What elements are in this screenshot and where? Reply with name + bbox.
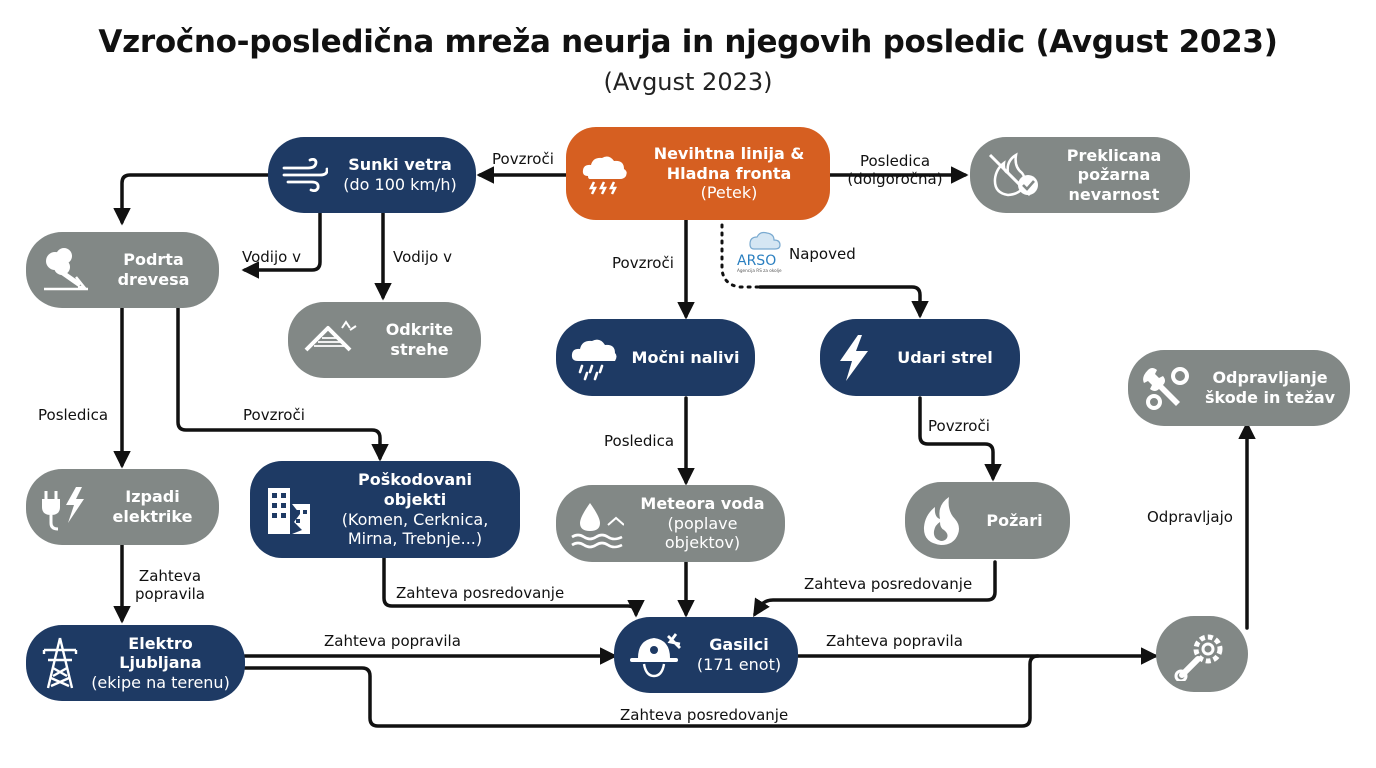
fallen-tree-icon [40, 247, 92, 293]
node-fire-danger-line3: nevarnost [1068, 184, 1160, 204]
node-fire-danger-line2: požarna [1077, 165, 1151, 185]
lightning-bolt-icon [834, 333, 874, 383]
edge-label-storm-wind: Povzroči [492, 150, 554, 168]
water-flood-icon [570, 499, 624, 549]
node-firefighters-sub: (171 enot) [696, 655, 782, 674]
node-roofs-line2: strehe [390, 340, 449, 359]
node-fires-line1: Požari [986, 510, 1043, 530]
svg-text:ARSO: ARSO [737, 253, 776, 269]
node-trees: Podrta drevesa [26, 232, 219, 308]
node-power-out: Izpadi elektrike [26, 469, 219, 545]
edge-lightning-fires [918, 396, 1002, 482]
flame-icon [919, 495, 963, 547]
node-damaged-line1: Poškodovani objekti [358, 470, 472, 509]
node-power-out-line1: Izpadi [125, 487, 180, 507]
edge-label-lightning-fires: Povzroči [928, 417, 990, 435]
edge-label-napoved: Napoved [789, 245, 856, 263]
node-storm: Nevihtna linija & Hladna fronta (Petek) [566, 127, 830, 220]
node-damaged: Poškodovani objekti (Komen, Cerknica, Mi… [250, 461, 520, 558]
edge-label-wind-trees: Vodijo v [242, 248, 301, 266]
edge-label-damaged-gasilci: Zahteva posredovanje [396, 584, 565, 602]
node-storm-sub: (Petek) [700, 183, 758, 203]
wrench-gear-icon [1172, 627, 1232, 681]
svg-text:Agencija RS za okolje: Agencija RS za okolje [737, 268, 782, 273]
edge-storm-arso-dotted [720, 223, 762, 289]
node-storm-line1: Nevihtna linija & [653, 144, 805, 164]
fire-cancelled-icon [984, 151, 1042, 199]
node-fires: Požari [905, 482, 1070, 559]
power-tower-icon [40, 636, 80, 690]
node-roofs: Odkrite strehe [288, 302, 481, 378]
node-flood-line1: Meteora voda [640, 494, 765, 514]
edge-elektro-repair [243, 654, 1040, 728]
node-flood: Meteora voda (poplave objektov) [556, 485, 785, 562]
node-storm-line2: Hladna fronta [666, 163, 792, 183]
node-repair-top-line2: škode in težav [1204, 388, 1336, 407]
wind-icon [282, 158, 328, 192]
edge-label-fires-gasilci: Zahteva posredovanje [804, 575, 973, 593]
edge-label-trees-damaged: Povzroči [243, 406, 305, 424]
node-elektro-sub: (ekipe na terenu) [91, 672, 230, 692]
node-firefighters: Gasilci (171 enot) [614, 617, 798, 693]
edge-label-wind-roofs: Vodijo v [393, 248, 452, 266]
wrench-gears-icon [1142, 364, 1194, 412]
diagram-subtitle: (Avgust 2023) [603, 68, 773, 96]
node-elektro: Elektro Ljubljana (ekipe na terenu) [26, 625, 245, 701]
edge-arso-lightning [758, 285, 929, 319]
edge-fires-gasilci [753, 560, 997, 617]
node-fire-danger-line1: Preklicana [1066, 145, 1162, 165]
edge-label-storm-fire-danger: Posledica (dolgoročna) [836, 152, 954, 188]
edge-label-power-elektro-main: Zahteva [138, 567, 202, 585]
arso-tagline: Agencija RS za okolje [737, 268, 782, 273]
edge-label-power-elektro: Zahteva popravila [127, 567, 213, 603]
edge-label-storm-fire-danger-sub: (dolgoročna) [847, 170, 943, 188]
node-lightning-line1: Udari strel [897, 347, 993, 367]
node-repair-hub [1156, 616, 1248, 692]
diagram-title: Vzročno-posledična mreža neurja in njego… [98, 24, 1278, 60]
edge-label-gasilci-repair: Zahteva popravila [826, 632, 963, 650]
arso-logo: ARSO Agencija RS za okolje [734, 228, 790, 274]
node-flood-sub: (poplave objektov) [664, 513, 741, 553]
edge-label-elektro-repair: Zahteva posredovanje [620, 706, 789, 724]
node-wind: Sunki vetra (do 100 km/h) [268, 137, 476, 213]
node-elektro-line1: Elektro Ljubljana [119, 633, 202, 673]
node-rain: Močni nalivi [556, 319, 755, 396]
arso-cloud-icon: ARSO Agencija RS za okolje [737, 231, 782, 273]
edge-wind-trees-top [113, 173, 277, 226]
node-roofs-line1: Odkrite [385, 320, 454, 340]
plug-lightning-icon [40, 483, 90, 531]
node-firefighters-line1: Gasilci [709, 635, 769, 655]
node-lightning: Udari strel [820, 319, 1020, 396]
node-power-out-line2: elektrike [112, 507, 193, 526]
node-repair-top-line1: Odpravljanje [1212, 368, 1328, 388]
node-wind-line1: Sunki vetra [348, 155, 452, 175]
edge-damaged-gasilci [382, 556, 645, 618]
buildings-icon [264, 484, 314, 536]
edge-label-storm-fire-danger-main: Posledica [859, 152, 931, 170]
node-trees-line2: drevesa [117, 270, 190, 289]
node-trees-line1: Podrta [123, 250, 184, 270]
node-damaged-sub: (Komen, Cerknica, Mirna, Trebnje...) [341, 509, 489, 549]
node-wind-sub: (do 100 km/h) [343, 175, 457, 194]
edge-label-elektro-gasilci: Zahteva popravila [324, 632, 461, 650]
storm-cloud-lightning-icon [580, 152, 632, 196]
edge-label-odpravljajo: Odpravljajo [1147, 508, 1233, 526]
edge-wind-trees [241, 210, 322, 279]
node-fire-danger: Preklicana požarna nevarnost [970, 137, 1190, 213]
edge-label-trees-power: Posledica [38, 406, 109, 424]
edge-label-rain-flood: Posledica [604, 432, 675, 450]
node-rain-line1: Močni nalivi [631, 347, 740, 367]
edge-trees-damaged [176, 306, 389, 462]
firefighter-helmet-icon [628, 630, 684, 680]
node-repair-top: Odpravljanje škode in težav [1128, 350, 1350, 426]
edge-label-storm-rain: Povzroči [612, 254, 674, 272]
arso-logo-text: ARSO [737, 253, 776, 269]
rain-cloud-icon [570, 335, 620, 381]
edge-label-power-elektro-sub: popravila [135, 585, 205, 603]
roof-icon [302, 320, 362, 360]
